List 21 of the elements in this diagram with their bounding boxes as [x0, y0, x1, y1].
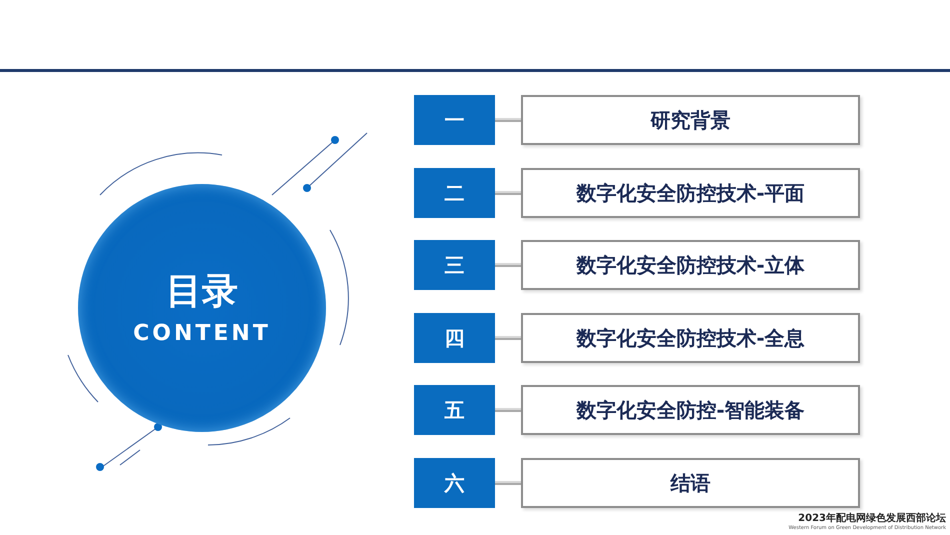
chapter-number-box: 二: [414, 168, 495, 218]
clip-connector: [493, 408, 523, 412]
forum-name: 2023年配电网绿色发展西部论坛: [798, 512, 946, 525]
chapter-title-box: 数字化安全防控技术-全息: [521, 313, 860, 363]
section-subtitle: CONTENT: [133, 321, 271, 346]
chapter-number-box: 五: [414, 385, 495, 435]
chapter-title-box: 研究背景: [521, 95, 860, 145]
chapter-number-box: 六: [414, 458, 495, 508]
chapter-title-box: 数字化安全防控技术-立体: [521, 240, 860, 290]
clip-connector: [493, 263, 523, 267]
chapter-number-box: 三: [414, 240, 495, 290]
section-title: 目录: [166, 270, 238, 314]
clip-connector: [493, 336, 523, 340]
chapter-title-box: 数字化安全防控技术-平面: [521, 168, 860, 218]
chapter-number-box: 四: [414, 313, 495, 363]
chapter-title-box: 数字化安全防控-智能装备: [521, 385, 860, 435]
chapter-title-box: 结语: [521, 458, 860, 508]
chapter-number-box: 一: [414, 95, 495, 145]
clip-connector: [493, 118, 523, 122]
clip-connector: [493, 481, 523, 485]
clip-connector: [493, 191, 523, 195]
